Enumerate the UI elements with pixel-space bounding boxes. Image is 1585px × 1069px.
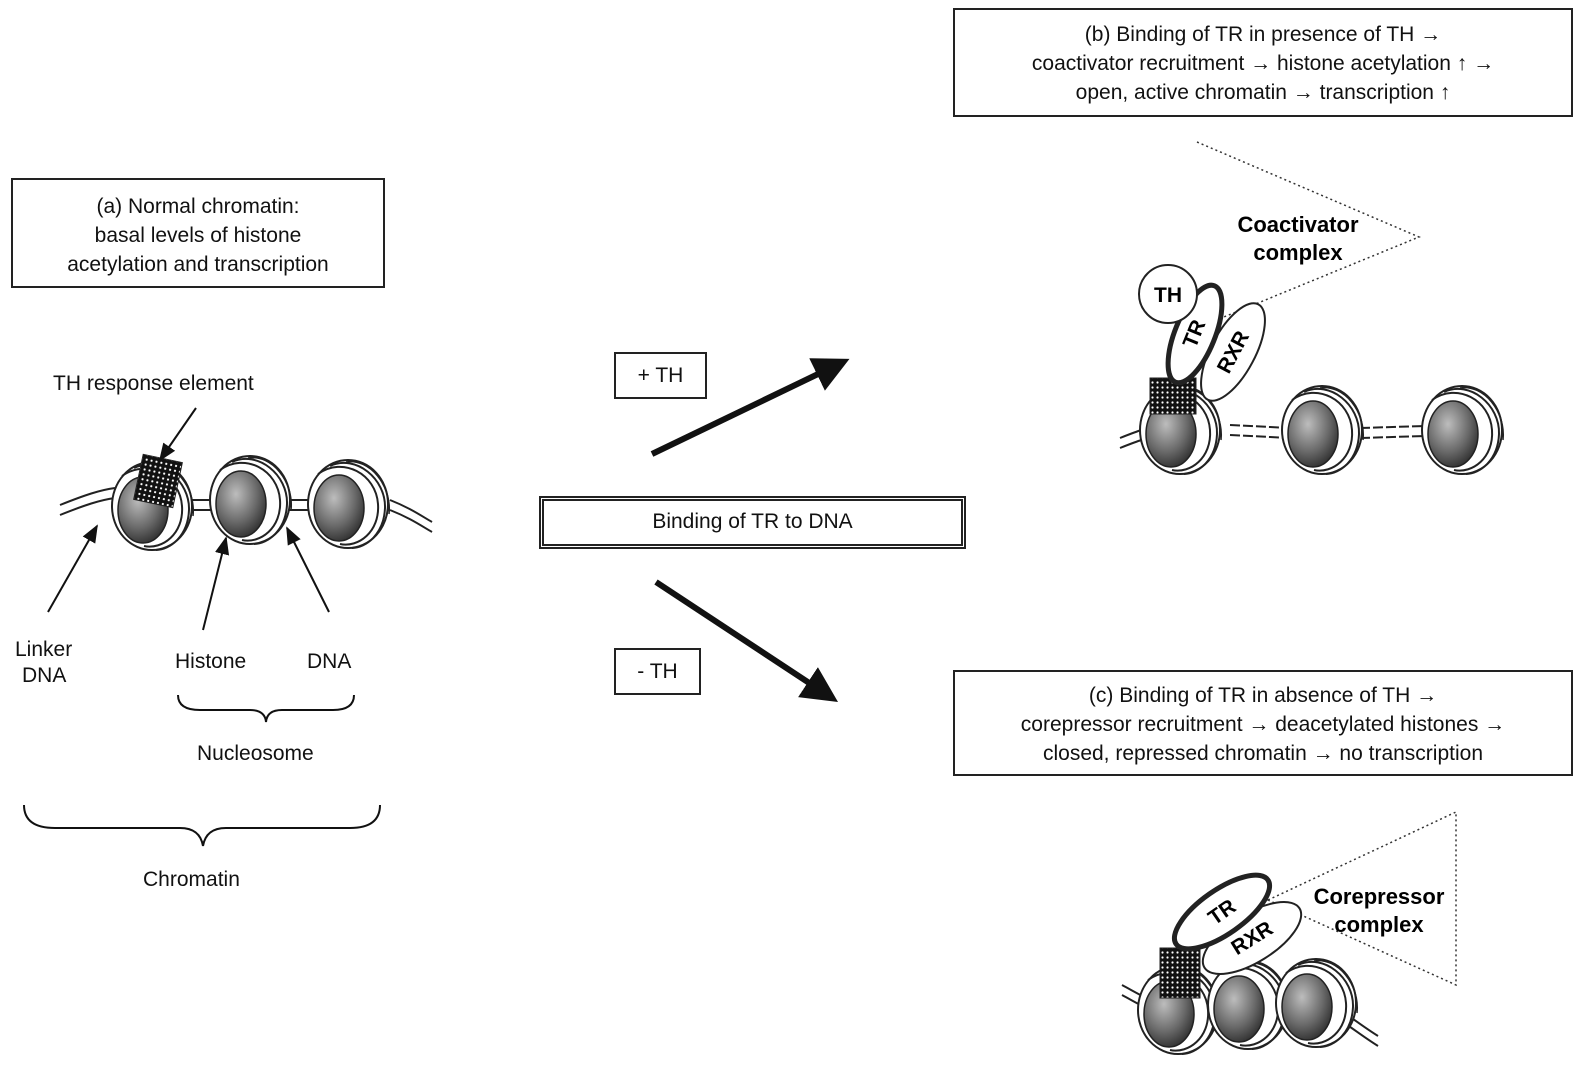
- minus-th-box: - TH: [614, 648, 701, 695]
- right-c-response-patch: [1159, 947, 1201, 999]
- coactivator-line-1: Coactivator: [1237, 212, 1358, 237]
- nucleosome-label: Nucleosome: [197, 742, 314, 765]
- dna-label: DNA: [307, 650, 352, 673]
- arrow-linker: [47, 524, 98, 613]
- right-b-nucleosome-2: [1281, 385, 1365, 475]
- corepressor-line-1: Corepressor: [1314, 884, 1445, 909]
- right-b-nucleosome-3: [1421, 385, 1505, 475]
- panel-b-line-2: coactivator recruitment → histone acetyl…: [1031, 52, 1495, 75]
- arrow-minus-th: [654, 579, 839, 702]
- chromatin-brace: [23, 804, 381, 847]
- binding-label: Binding of TR to DNA: [652, 510, 853, 533]
- left-linker-dna: [59, 487, 433, 533]
- coactivator-triangle: [1196, 141, 1421, 329]
- panel-c-box: (c) Binding of TR in absence of TH → cor…: [953, 670, 1573, 776]
- left-nucleosome-2: [209, 455, 293, 545]
- minus-th-label: - TH: [637, 660, 678, 683]
- response-element-label: TH response element: [53, 372, 254, 395]
- arrow-plus-th: [650, 358, 850, 457]
- corepressor-line-2: complex: [1334, 912, 1424, 937]
- panel-b-box: (b) Binding of TR in presence of TH → co…: [953, 8, 1573, 117]
- tr-c-ellipse: [1171, 872, 1273, 952]
- panel-c-line-2: corepressor recruitment → deacetylated h…: [1020, 713, 1506, 736]
- binding-box: Binding of TR to DNA: [539, 496, 966, 549]
- left-nucleosome-3: [307, 459, 391, 549]
- arrow-dna: [286, 526, 330, 613]
- panel-a-line-2: basal levels of histone: [94, 224, 302, 247]
- corepressor-triangle: [1266, 810, 1457, 987]
- panel-b-line-1: (b) Binding of TR in presence of TH →: [1084, 23, 1442, 46]
- arrow-histone: [202, 536, 230, 631]
- right-b-response-patch: [1149, 377, 1197, 415]
- right-c-nucleosome-3: [1275, 958, 1359, 1048]
- panel-c-line-1: (c) Binding of TR in absence of TH →: [1088, 684, 1438, 707]
- panel-a-box: (a) Normal chromatin: basal levels of hi…: [11, 178, 385, 288]
- panel-c-line-3: closed, repressed chromatin → no transcr…: [1042, 742, 1484, 765]
- linker-label-line-2: DNA: [22, 664, 67, 687]
- linker-label-line-1: Linker: [15, 638, 73, 661]
- histone-label: Histone: [175, 650, 247, 673]
- nucleosome-brace: [177, 694, 355, 723]
- arrow-response-element: [158, 407, 197, 462]
- coactivator-line-2: complex: [1253, 240, 1343, 265]
- tr-b-ellipse: [1165, 282, 1225, 386]
- panel-b-line-3: open, active chromatin → transcription ↑: [1075, 81, 1451, 104]
- th-text: TH: [1154, 284, 1182, 307]
- th-circle: [1138, 264, 1198, 324]
- panel-a-line-1: (a) Normal chromatin:: [96, 195, 300, 218]
- plus-th-label: + TH: [637, 364, 684, 387]
- panel-a-line-3: acetylation and transcription: [67, 253, 329, 276]
- chromatin-label: Chromatin: [143, 868, 240, 891]
- plus-th-box: + TH: [614, 352, 707, 399]
